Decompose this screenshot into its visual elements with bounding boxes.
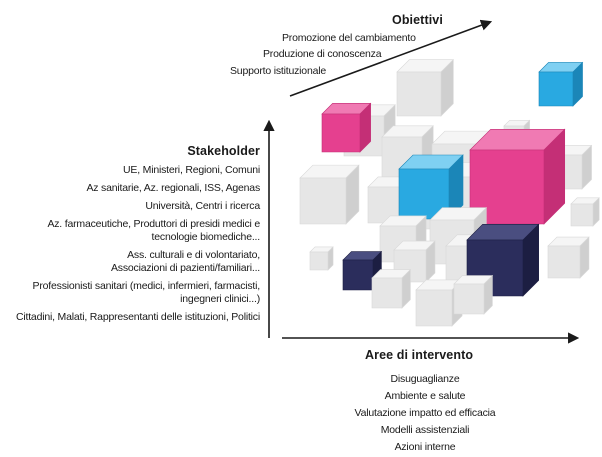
aree-item: Valutazione impatto ed efficacia xyxy=(354,407,496,419)
obiettivi-item: Promozione del cambiamento xyxy=(282,32,416,44)
stakeholder-item: Az. farmaceutiche, Produttori di presidi… xyxy=(47,218,260,243)
pink-cube xyxy=(469,128,566,225)
aree-item: Disuguaglianze xyxy=(390,373,460,385)
grey-cube xyxy=(299,164,360,225)
aree-item: Azioni interne xyxy=(394,441,456,453)
obiettivi-title: Obiettivi xyxy=(392,13,443,27)
grey-cube xyxy=(309,246,334,271)
stakeholder-item: Az sanitarie, Az. regionali, ISS, Agenas xyxy=(86,182,260,194)
grey-cube xyxy=(547,236,590,279)
aree-item: Modelli assistenziali xyxy=(380,424,470,436)
stakeholder-item: Ass. culturali e di volontariato, Associ… xyxy=(111,249,260,274)
navy-cube xyxy=(342,250,383,291)
aree-item: Ambiente e salute xyxy=(384,390,466,402)
stakeholder-item: Professionisti sanitari (medici, infermi… xyxy=(32,280,261,305)
grey-cube xyxy=(371,268,412,309)
obiettivi-item: Supporto istituzionale xyxy=(230,65,326,77)
cube-cluster xyxy=(299,58,600,327)
cyan-cube xyxy=(538,61,584,107)
cyan-cube xyxy=(398,154,464,220)
grey-cube xyxy=(570,197,600,227)
grey-cube xyxy=(396,58,455,117)
stakeholder-item: Cittadini, Malati, Rappresentanti delle … xyxy=(15,311,260,323)
stakeholder-item: UE, Ministeri, Regioni, Comuni xyxy=(123,164,260,176)
stakeholder-item: Università, Centri i ricerca xyxy=(145,200,260,212)
pink-cube xyxy=(321,102,372,153)
obiettivi-item: Produzione di conoscenza xyxy=(263,48,382,60)
stakeholder-title: Stakeholder xyxy=(187,144,260,158)
aree-title: Aree di intervento xyxy=(365,348,474,362)
grey-cube xyxy=(453,274,494,315)
stakeholder-list: UE, Ministeri, Regioni, Comuni Az sanita… xyxy=(16,164,260,324)
grey-cube xyxy=(393,240,436,283)
aree-list: Disuguaglianze Ambiente e salute Valutaz… xyxy=(300,371,550,456)
diagonal-axis-arrow xyxy=(289,19,493,97)
